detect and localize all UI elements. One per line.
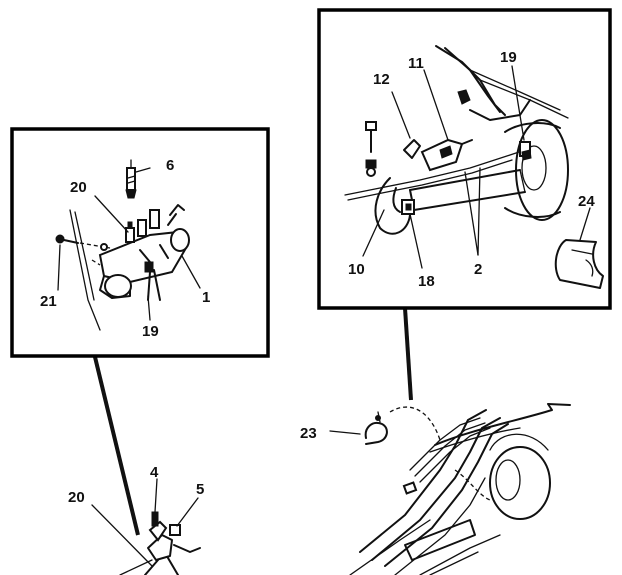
brake-lines-main [402,417,491,495]
callout-leader-5 [176,497,199,527]
callout-leader-19-left [147,295,151,321]
callout-19-right: 19 [500,49,517,66]
leader-lines [93,307,413,536]
main-view: 23 4 5 20 [68,403,571,575]
callout-19-left: 19 [142,323,159,340]
right-inset-leader [403,307,413,401]
callout-leader-4 [154,478,158,513]
callout-10: 10 [348,261,365,278]
callout-leader-19-right [511,65,525,141]
callout-1: 1 [202,289,210,306]
callout-leader-6 [135,167,151,173]
right-inset: 12 11 19 10 18 2 24 [317,8,612,310]
callout-20-main: 20 [68,489,85,506]
callout-leader-12 [391,91,411,139]
callout-6: 6 [166,157,174,174]
callout-11: 11 [408,55,424,72]
callout-21: 21 [40,293,57,310]
callout-leader-20-main [91,504,153,567]
frame-bracket-top [435,45,569,121]
callout-leader-23 [329,430,361,435]
callout-leader-20-inset [94,195,129,233]
hose-fitting-part-19-right [519,141,532,161]
bracket-part-12 [403,139,421,159]
bracket-part-24 [554,239,604,289]
callout-5: 5 [196,481,204,498]
callout-leader-21 [57,244,61,291]
callout-12: 12 [373,71,390,88]
clip-routing-dashed [389,406,441,441]
callout-2: 2 [474,261,482,278]
fender-outline [434,403,571,446]
callout-leader-2a [464,171,479,256]
fitting-part-18 [401,199,415,215]
combination-valve-part-1 [98,228,190,301]
callout-leader-24 [579,207,591,241]
callout-leader-10 [362,209,385,257]
mounting-bolt-part-21 [55,234,111,251]
callout-leader-18 [409,213,423,269]
bolt-and-nut [365,121,377,177]
left-inset: 6 20 21 19 1 [10,127,270,358]
callout-4: 4 [150,464,159,481]
junction-block-part-11 [420,138,473,172]
callout-23: 23 [300,425,317,442]
fender-inner [429,427,521,453]
callout-18: 18 [418,273,435,290]
left-inset-leader [93,356,140,536]
junction-block-assembly [119,511,201,575]
bleeder-screw-part-6 [125,159,137,199]
brake-line-left [69,209,101,331]
callout-20-inset: 20 [70,179,87,196]
callout-leader-11 [423,69,449,141]
callout-24: 24 [578,193,595,210]
frame-rails [349,409,509,575]
valve-fittings [125,204,185,243]
callout-leader-2b [477,167,481,256]
axle-routing-dashed [454,469,491,501]
callout-leader-1 [181,255,201,289]
rear-wheel [489,433,551,520]
rear-brake-line [344,149,526,235]
p-clip-part-23 [364,411,388,445]
